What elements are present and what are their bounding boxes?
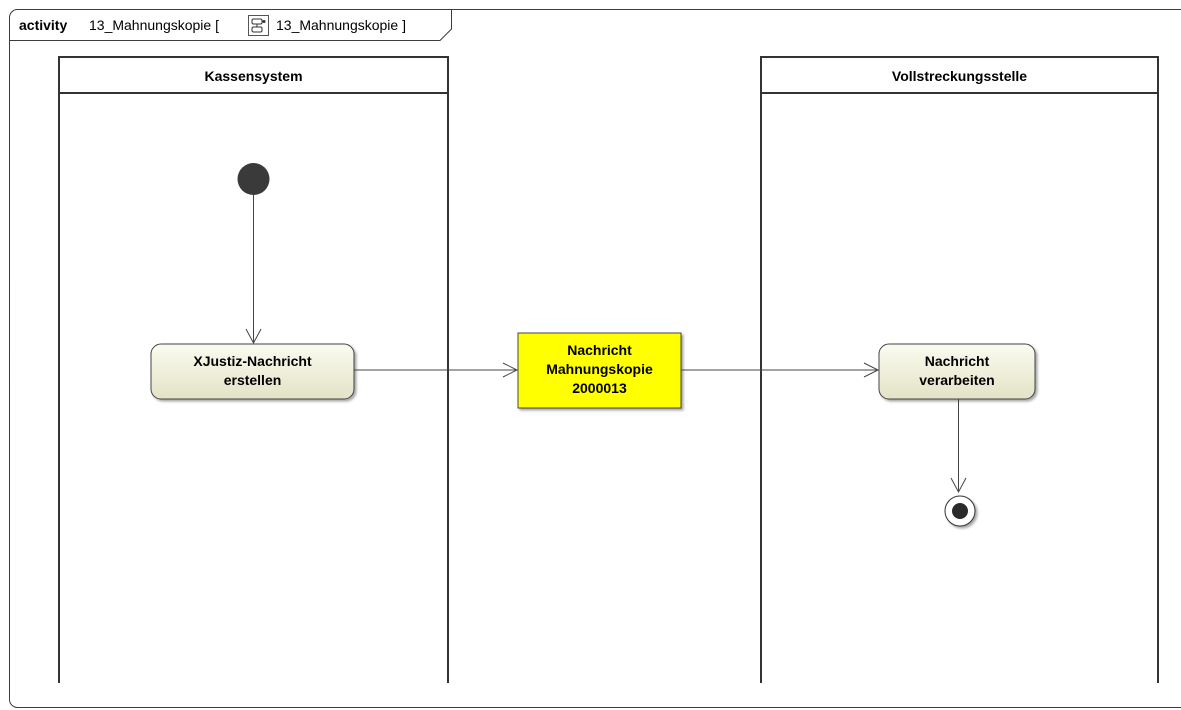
object-label-line3: 2000013 xyxy=(572,380,627,396)
initial-node[interactable] xyxy=(237,163,270,195)
object-flow-arrow xyxy=(354,362,519,378)
frame-ref-name: 13_Mahnungskopie ] xyxy=(276,17,406,33)
action-label-line2: verarbeiten xyxy=(919,372,994,388)
activity-final-node[interactable] xyxy=(944,495,976,527)
object-label-line2: Mahnungskopie xyxy=(546,361,653,377)
activity-diagram-icon xyxy=(248,15,269,36)
swimlane-kassensystem: Kassensystem xyxy=(58,56,449,683)
frame-header-tab xyxy=(9,9,452,41)
control-flow-arrow xyxy=(950,399,967,494)
lane-title: Kassensystem xyxy=(204,68,302,84)
control-flow-arrow xyxy=(245,195,262,345)
action-label-line2: erstellen xyxy=(224,372,282,388)
lane-title: Vollstreckungsstelle xyxy=(892,68,1027,84)
object-flow-arrow xyxy=(681,362,880,378)
object-label-line1: Nachricht xyxy=(567,342,632,358)
frame-keyword: activity xyxy=(19,17,67,33)
action-label-line1: XJustiz-Nachricht xyxy=(193,353,312,369)
action-label-line1: Nachricht xyxy=(925,353,990,369)
action-nachricht-verarbeiten[interactable]: Nachricht verarbeiten xyxy=(878,343,1036,400)
action-xjustiz-nachricht-erstellen[interactable]: XJustiz-Nachricht erstellen xyxy=(150,343,355,400)
swimlane-vollstreckungsstelle: Vollstreckungsstelle xyxy=(760,56,1159,683)
object-node-nachricht-mahnungskopie[interactable]: Nachricht Mahnungskopie 2000013 xyxy=(517,332,682,409)
frame-name: 13_Mahnungskopie [ xyxy=(89,17,219,33)
